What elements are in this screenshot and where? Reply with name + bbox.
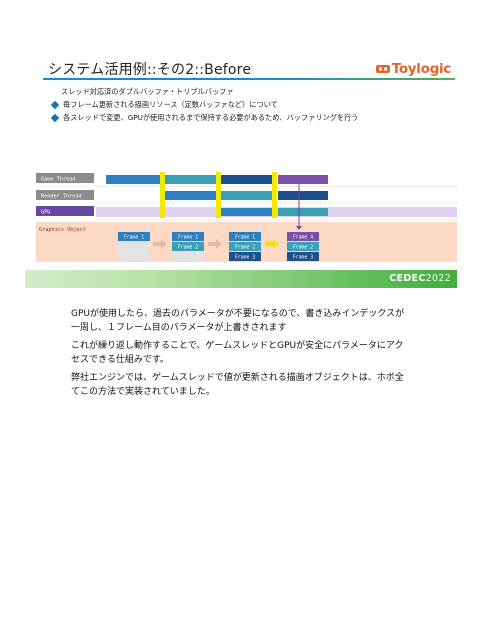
note-paragraph: GPUが使用したら、過去のパラメータが不要になるので、書き込みインデックスが一周… [71, 309, 405, 333]
speaker-notes: GPUが使用したら、過去のパラメータが不要になるので、書き込みインデックスが一周… [71, 307, 411, 403]
toylogic-logo: Toylogic [375, 61, 452, 77]
group-transition-arrow-icon [265, 239, 279, 249]
cedec-year: 2022 [425, 273, 451, 284]
game-frame2-bar [164, 175, 216, 184]
sync-bar [272, 172, 277, 218]
sync-bar [216, 172, 221, 218]
buffer-slot-label: Frame 1 [235, 235, 255, 241]
bullet-text: 各スレッドで変更、GPUが使用されるまで保持する必要があるため、バッファリングを… [63, 113, 359, 122]
title-underline [43, 78, 455, 80]
lane-plate-gpu [36, 206, 94, 216]
buffering-diagram: Game Thread Render Thread GPU Graphics O… [36, 170, 457, 262]
buffer-slot-label: Frame 1 [178, 235, 198, 241]
buffer-group-1: Frame 1 [118, 232, 150, 261]
game-frame3-bar [220, 175, 276, 184]
bullet-text: 毎フレーム更新される描画リソース（定数バッファなど）について [63, 100, 278, 109]
render-frame2-bar [220, 191, 276, 200]
logo-mark-icon [375, 65, 390, 73]
overwrite-arrowhead-icon [296, 226, 302, 230]
logo-text: Toylogic [391, 61, 452, 77]
game-frame1-bar [106, 175, 160, 184]
lane-plate-render [36, 190, 94, 200]
buffer-slot-label: Frame 3 [235, 255, 255, 261]
render-frame3-bar [278, 191, 328, 200]
buffer-slot-label: Frame 2 [178, 245, 198, 251]
game-frame4-bar [278, 175, 328, 184]
render-frame1-bar [164, 191, 216, 200]
buffer-group-4: Frame 4 Frame 2 Frame 3 [287, 232, 319, 261]
sync-bar [160, 172, 165, 218]
gpu-frame2-bar [278, 208, 328, 216]
diagram-svg: Game Thread Render Thread GPU Graphics O… [36, 172, 457, 262]
diamond-bullet-icon [50, 100, 60, 110]
lane-label-game: Game Thread [41, 177, 75, 183]
lane-plate-game [36, 173, 94, 183]
bullet-item: 毎フレーム更新される描画リソース（定数バッファなど）について [49, 100, 278, 110]
buffer-slot-label: Frame 1 [124, 235, 144, 241]
note-paragraph: 弊社エンジンでは、ゲームスレッドで値が更新される描画オブジェクトは、ホボ全てこの… [71, 373, 404, 397]
gpu-frame1-bar [220, 208, 276, 216]
diamond-bullet-icon [50, 113, 60, 123]
buffer-slot-label: Frame 3 [293, 255, 313, 261]
slide-lead: スレッド対応済のダブルバッファ・トリプルバッファ [61, 87, 234, 96]
slide-footer: CEDEC2022 [25, 270, 457, 288]
buffer-group-3: Frame 1 Frame 2 Frame 3 [229, 232, 261, 261]
cedec-logo: CEDEC2022 [389, 273, 451, 284]
group-transition-arrow-icon [153, 239, 167, 249]
buffer-slot-label: Frame 2 [235, 245, 255, 251]
note-paragraph: これが繰り返し動作することで、ゲームスレッドとGPUが安全にパラメータにアクセス… [71, 341, 404, 365]
lane-label-gpu: GPU [41, 210, 50, 216]
cedec-brand: CEDEC [389, 273, 426, 284]
slide: システム活用例::その2::Before Toylogic スレッド対応済のダブ… [25, 52, 457, 288]
buffer-group-2: Frame 1 Frame 2 [172, 232, 204, 261]
graphics-object-label: Graphics Object [39, 227, 86, 233]
buffer-slot-label: Frame 2 [293, 245, 313, 251]
bullet-item: 各スレッドで変更、GPUが使用されるまで保持する必要があるため、バッファリングを… [49, 113, 358, 123]
slide-title: システム活用例::その2::Before [48, 62, 252, 78]
group-transition-arrow-icon [208, 239, 222, 249]
lane-label-render: Render Thread [41, 194, 82, 200]
buffer-slot-label: Frame 4 [293, 235, 313, 241]
